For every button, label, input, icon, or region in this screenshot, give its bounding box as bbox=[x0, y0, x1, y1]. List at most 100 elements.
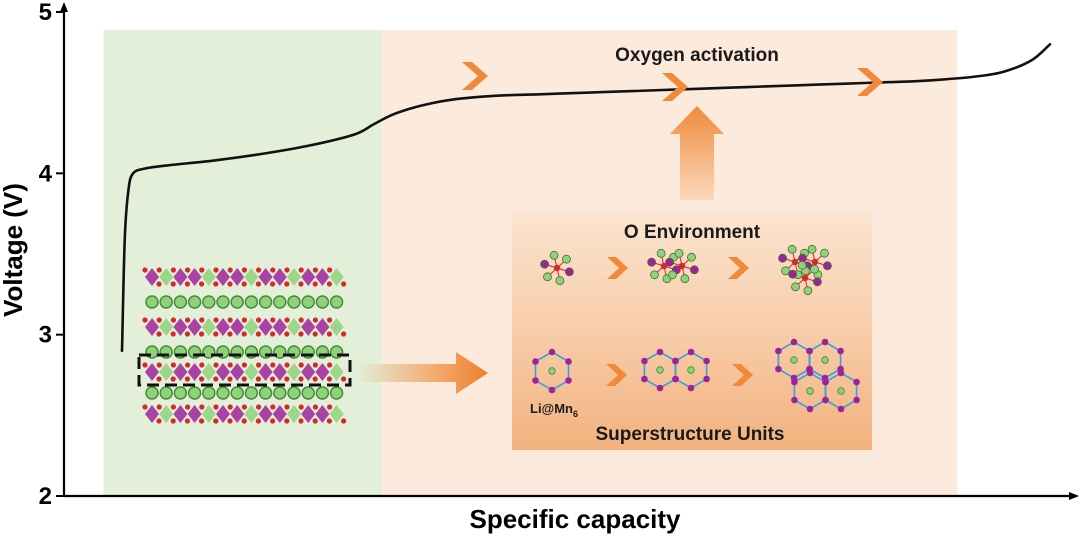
octahedron bbox=[230, 405, 245, 423]
o-atom bbox=[156, 376, 162, 382]
neighbor-atom bbox=[810, 264, 819, 274]
li-atom bbox=[329, 386, 344, 400]
o-atom bbox=[298, 418, 304, 424]
octahedron bbox=[187, 363, 202, 381]
mn-atom bbox=[672, 357, 679, 365]
octahedron bbox=[216, 318, 230, 336]
o-atom bbox=[227, 331, 233, 337]
o-atom bbox=[312, 281, 318, 287]
o-atom bbox=[170, 404, 176, 410]
o-atom bbox=[298, 362, 304, 368]
o-atom bbox=[256, 362, 262, 368]
octahedron bbox=[244, 405, 259, 423]
o-atom bbox=[199, 331, 205, 337]
mn-atom bbox=[790, 338, 798, 346]
o-atom bbox=[213, 267, 219, 273]
o-atom bbox=[326, 331, 332, 337]
crystal-layer-3 bbox=[142, 317, 347, 337]
li-atom bbox=[230, 295, 244, 309]
li-atom bbox=[173, 295, 188, 309]
octahedron bbox=[216, 405, 230, 423]
o-atom bbox=[241, 376, 247, 382]
o-atom bbox=[341, 281, 347, 287]
o-atom bbox=[142, 362, 148, 368]
octahedron bbox=[244, 363, 259, 381]
neighbor-atom bbox=[803, 286, 813, 296]
li-atom bbox=[258, 295, 273, 309]
octahedron bbox=[301, 268, 316, 286]
o-atom bbox=[213, 404, 219, 410]
octahedron bbox=[301, 405, 316, 423]
o-atom bbox=[227, 418, 233, 424]
octahedron bbox=[272, 363, 287, 381]
o-atom bbox=[184, 281, 190, 287]
neighbor-atom bbox=[555, 276, 565, 286]
li-atom bbox=[301, 295, 315, 309]
o-atom bbox=[170, 267, 176, 273]
axes bbox=[60, 2, 1079, 500]
o-atom bbox=[284, 281, 290, 287]
mn-atom bbox=[821, 338, 829, 346]
octahedron bbox=[272, 405, 287, 423]
o-atom bbox=[156, 418, 162, 424]
octahedron bbox=[315, 318, 330, 336]
y-tick-label-2: 2 bbox=[39, 483, 52, 510]
mn-atom bbox=[532, 377, 539, 384]
octahedron bbox=[173, 268, 188, 286]
o-atom bbox=[170, 281, 176, 287]
neighbor-atom bbox=[787, 244, 797, 254]
li-atom bbox=[145, 295, 159, 309]
region-1 bbox=[103, 30, 382, 496]
o-atom bbox=[227, 267, 233, 273]
octahedron bbox=[244, 268, 259, 286]
octahedron bbox=[187, 405, 202, 423]
mn-atom bbox=[837, 369, 845, 377]
neighbor-atom bbox=[690, 265, 699, 275]
o-atom bbox=[255, 331, 261, 337]
x-axis-title: Specific capacity bbox=[470, 504, 682, 534]
o-atom bbox=[185, 404, 191, 410]
plateau-arrow-1 bbox=[462, 62, 488, 90]
crystal-layer-7 bbox=[142, 404, 347, 424]
neighbor-atom bbox=[668, 270, 677, 280]
mn-atom bbox=[806, 369, 814, 377]
octahedron bbox=[201, 405, 216, 423]
o-environment-cluster-1 bbox=[540, 250, 574, 286]
crystal-layer-6 bbox=[145, 386, 344, 400]
o-atom bbox=[184, 376, 190, 382]
octahedron bbox=[272, 318, 287, 336]
panel-arrow-1 bbox=[607, 257, 628, 279]
o-atom bbox=[298, 331, 304, 337]
o-center-atom bbox=[791, 258, 799, 266]
mn-atom bbox=[656, 348, 664, 356]
mn-atom bbox=[703, 357, 710, 365]
neighbor-atom bbox=[813, 277, 822, 287]
o-atom bbox=[213, 376, 219, 382]
octahedron bbox=[287, 405, 301, 423]
panel-arrow-2 bbox=[728, 257, 749, 279]
o-atom bbox=[185, 362, 191, 368]
mn-atom bbox=[532, 358, 539, 365]
octahedron bbox=[258, 363, 273, 381]
mn-atom bbox=[656, 384, 664, 392]
y-tick-label-5: 5 bbox=[39, 0, 52, 26]
neighbor-atom bbox=[687, 252, 696, 262]
o-atom bbox=[312, 376, 318, 382]
o-atom bbox=[156, 281, 162, 287]
mn-atom bbox=[548, 386, 556, 394]
o-atom bbox=[199, 267, 205, 273]
o-atom bbox=[341, 418, 347, 424]
octahedron bbox=[230, 318, 245, 336]
octahedron bbox=[159, 318, 174, 336]
neighbor-atom bbox=[540, 259, 549, 269]
octahedron bbox=[145, 318, 159, 336]
o-atom bbox=[170, 317, 176, 323]
o-atom bbox=[213, 331, 219, 337]
o-center-atom bbox=[660, 262, 668, 270]
li-center-atom bbox=[790, 356, 798, 364]
o-center-atom bbox=[811, 258, 819, 266]
li-atom bbox=[273, 386, 287, 400]
neighbor-atom bbox=[562, 254, 571, 264]
o-atom bbox=[255, 418, 261, 424]
neighbor-atom bbox=[674, 248, 684, 258]
